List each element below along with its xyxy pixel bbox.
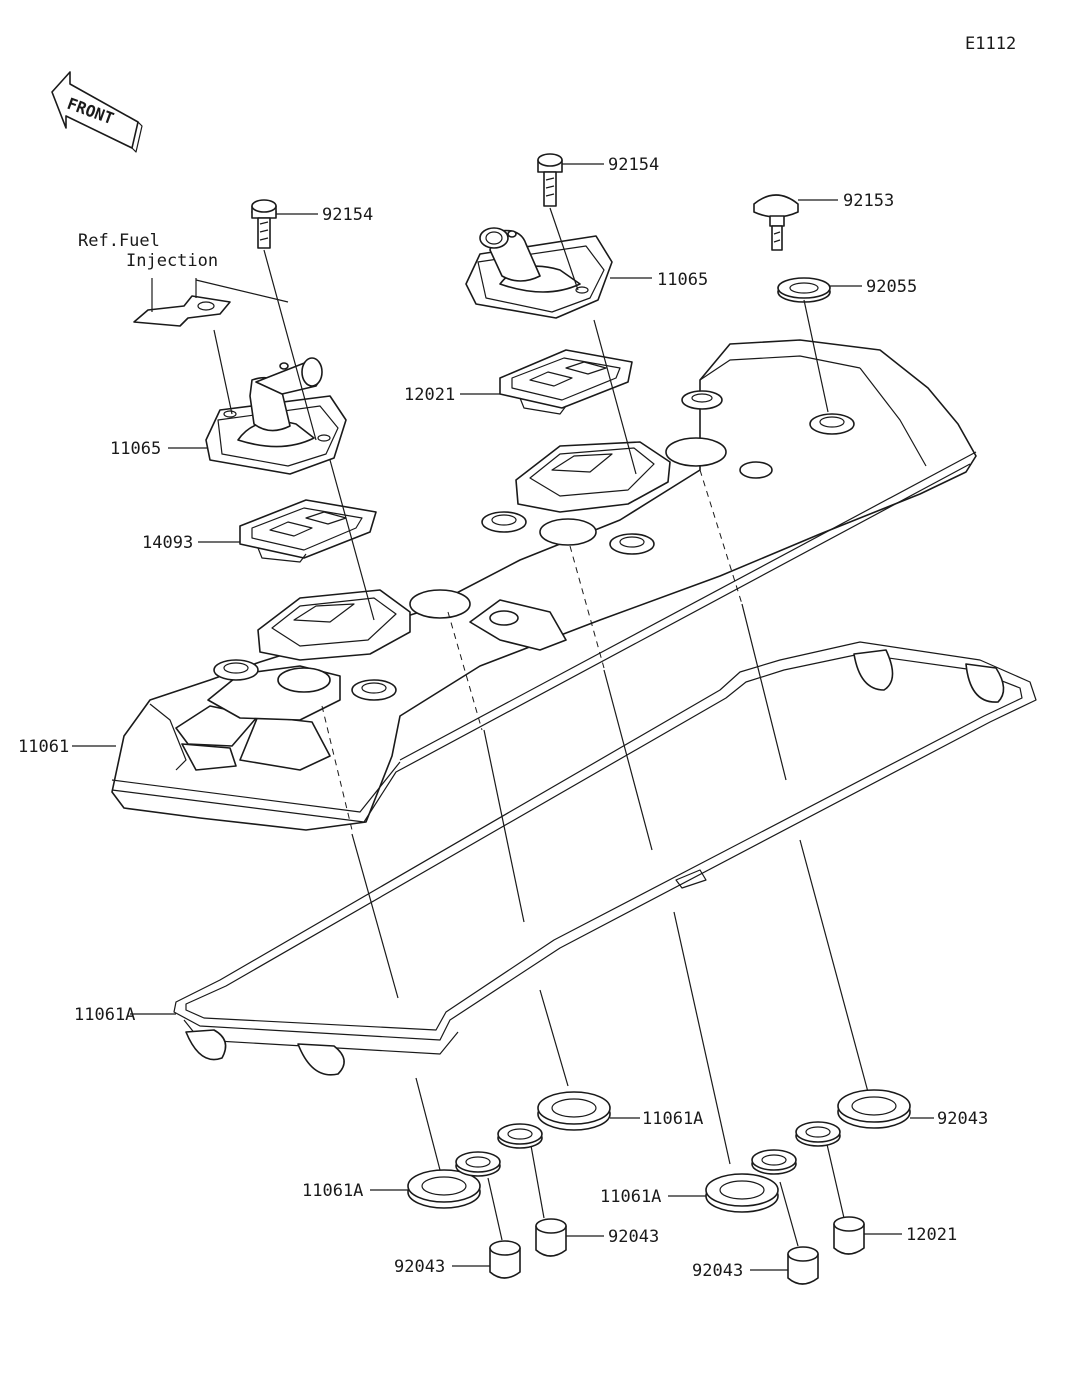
label-plug-gasket-2: 11061A <box>642 1109 703 1129</box>
label-bolt-right: 92153 <box>843 191 894 211</box>
label-reed-valve-center: 12021 <box>404 385 455 405</box>
dowel-4 <box>833 1216 865 1255</box>
valve-cap-center <box>465 227 613 319</box>
plug-gasket-group-3 <box>705 1149 797 1213</box>
projection-lines <box>213 207 869 1247</box>
washer-right <box>777 277 831 303</box>
cover-gasket <box>173 641 1037 1076</box>
label-bolt-center: 92154 <box>608 155 659 175</box>
valve-cap-left <box>205 357 347 475</box>
fuel-injection-bracket <box>133 278 289 327</box>
diagram-code: E1112 <box>965 34 1016 54</box>
bolt-center <box>537 153 563 207</box>
bolt-right <box>753 194 799 251</box>
label-plug-gasket-1: 11061A <box>302 1181 363 1201</box>
bolt-left <box>251 199 277 249</box>
label-dowel-4: 12021 <box>906 1225 957 1245</box>
plug-gasket-group-2 <box>497 1091 611 1149</box>
ref-note-line1: Ref.Fuel <box>78 231 160 251</box>
cylinder-head-cover <box>111 339 977 831</box>
label-plug-gasket-4: 92043 <box>937 1109 988 1129</box>
label-dowel-1: 92043 <box>394 1257 445 1277</box>
dowel-1 <box>489 1240 521 1279</box>
dowel-3 <box>787 1246 819 1285</box>
label-dowel-2: 92043 <box>608 1227 659 1247</box>
label-washer-right: 92055 <box>866 277 917 297</box>
reed-valve-left <box>239 499 377 563</box>
label-cover-gasket: 11061A <box>74 1005 135 1025</box>
label-cylinder-head-cover: 11061 <box>18 737 69 757</box>
plug-gasket-group-1 <box>407 1151 501 1209</box>
label-plug-gasket-3: 11061A <box>600 1187 661 1207</box>
label-dowel-3: 92043 <box>692 1261 743 1281</box>
front-arrow-icon: FRONT <box>51 71 143 153</box>
dowel-2 <box>535 1218 567 1257</box>
plug-gasket-group-4 <box>795 1089 911 1147</box>
ref-note-line2: Injection <box>126 251 218 271</box>
reed-valve-center <box>499 349 633 415</box>
label-valve-cap-left: 11065 <box>110 439 161 459</box>
label-bolt-left: 92154 <box>322 205 373 225</box>
label-reed-valve-left: 14093 <box>142 533 193 553</box>
label-valve-cap-center: 11065 <box>657 270 708 290</box>
